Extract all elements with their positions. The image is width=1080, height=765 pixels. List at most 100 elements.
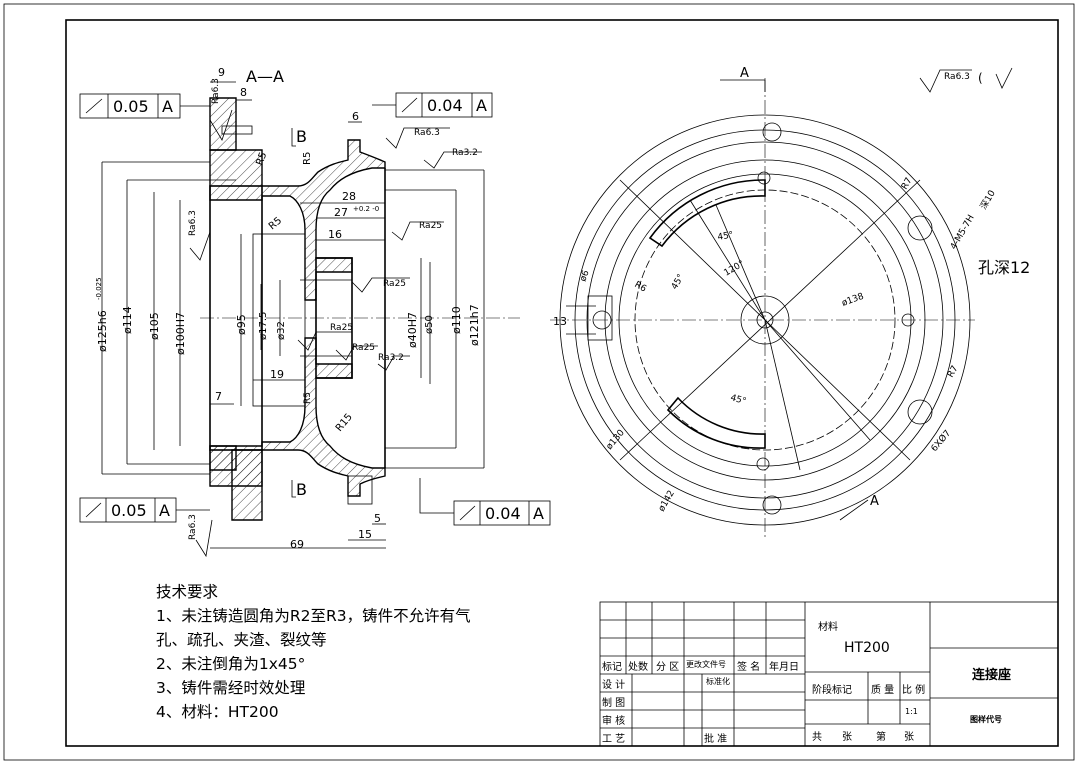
svg-text:28: 28 [342,190,356,203]
svg-text:ø121h7: ø121h7 [468,304,481,346]
gdt-frame-2: 0.04 A [372,92,493,118]
svg-text:R7: R7 [946,364,961,379]
tech-req-title: 技术要求 [156,583,219,601]
svg-text:16: 16 [328,228,342,241]
drawing-no-label: 图样代号 [970,715,1002,724]
sheet-no: 第 [876,732,886,743]
svg-text:9: 9 [218,66,225,79]
section-marker-b-top: B [296,127,307,146]
svg-text:Ra6.3: Ra6.3 [188,514,198,540]
svg-text:ø114: ø114 [121,306,134,334]
weight-label: 质 量 [871,685,895,696]
drawing-frame [65,19,1059,747]
section-wall-upper [209,139,386,301]
default-roughness: Ra6.3 [944,72,970,82]
svg-text:4-M5-7H: 4-M5-7H [949,213,977,251]
svg-text:ø110: ø110 [450,306,463,334]
rev-header: 签 名 [737,662,761,673]
svg-text:Ra6.3: Ra6.3 [188,210,198,236]
svg-text:-0.025: -0.025 [95,277,103,300]
svg-text:Ra25: Ra25 [330,323,353,333]
svg-text:0.05: 0.05 [113,97,149,116]
front-section-label-top: A [740,66,749,81]
svg-text:6: 6 [352,110,359,123]
svg-text:ø130: ø130 [605,428,627,452]
svg-text:Ra25: Ra25 [352,343,375,353]
tech-req-item: 1、未注铸造圆角为R2至R3，铸件不允许有气 [156,607,471,625]
svg-text:+0.2 -0: +0.2 -0 [353,205,379,213]
svg-text:R15: R15 [334,412,355,434]
tech-req-item: 2、未注倒角为1x45° [156,655,306,673]
svg-text:R5: R5 [303,392,313,404]
svg-text:27: 27 [334,206,348,219]
svg-text:7: 7 [215,390,222,403]
outer-border [3,3,1075,761]
svg-text:13: 13 [553,315,567,328]
svg-text:Ra25: Ra25 [419,221,442,231]
svg-text:8: 8 [240,86,247,99]
svg-text:ø100H7: ø100H7 [174,312,187,355]
svg-text:ø6: ø6 [578,269,591,283]
role-drafting: 制 图 [602,698,626,709]
part-name: 连接座 [972,668,1012,683]
svg-text:45°: 45° [717,230,734,243]
svg-text:0.05: 0.05 [111,501,147,520]
rev-header: 年月日 [769,662,799,673]
section-view: 0.05 A 0.04 A 0.05 A 0.04 [79,66,551,558]
material-value: HT200 [844,640,890,656]
svg-text:45°: 45° [729,393,747,407]
technical-requirements: 技术要求 1、未注铸造圆角为R2至R3，铸件不允许有气 孔、疏孔、夹渣、裂纹等 … [156,580,471,724]
svg-text:R6: R6 [633,280,649,295]
svg-text:0.04: 0.04 [485,504,521,523]
sheets-total: 共 [812,732,822,743]
svg-text:120°: 120° [723,259,747,279]
scale-value: 1:1 [905,707,918,716]
svg-text:0.04: 0.04 [427,96,463,115]
svg-text:ø32: ø32 [276,321,287,340]
title-block [599,601,1059,747]
gdt-frame-1: 0.05 A [79,93,210,119]
svg-text:Ra25: Ra25 [383,279,406,289]
material-label: 材料 [818,622,838,633]
role-process: 工 艺 [602,734,626,745]
svg-text:Ra6.3: Ra6.3 [414,128,440,138]
svg-text:A: A [533,504,544,523]
svg-text:5: 5 [374,512,381,525]
hole-depth-note: 孔深12 [978,258,1030,277]
svg-text:19: 19 [270,368,284,381]
svg-text:Ra3.2: Ra3.2 [452,148,478,158]
svg-text:A: A [476,96,487,115]
scale-label: 比 例 [902,685,926,696]
rev-header: 分 区 [656,662,680,673]
svg-text:R5: R5 [267,215,284,232]
svg-text:ø138: ø138 [841,292,866,309]
svg-text:ø105: ø105 [148,312,161,340]
svg-text:ø40H7: ø40H7 [406,312,419,348]
svg-text:15: 15 [358,528,372,541]
gdt-frame-4: 0.04 A [419,478,551,526]
svg-text:ø50: ø50 [424,315,435,334]
tech-req-item: 3、铸件需经时效处理 [156,679,306,697]
svg-text:6XØ7: 6XØ7 [929,428,953,454]
front-view: A A R7 R7 4-M5-7H 深10 6XØ7 ø138 ø130 ø14… [550,66,1030,540]
section-title: A—A [246,67,284,86]
svg-text:ø17.5: ø17.5 [258,312,269,340]
svg-text:45°: 45° [670,273,687,292]
svg-text:A: A [159,501,170,520]
gdt-frame-3: 0.05 A [79,497,210,523]
role-design: 设 计 [602,680,626,691]
svg-text:ø142: ø142 [657,489,677,514]
svg-text:Ra3.2: Ra3.2 [378,353,404,363]
rev-header: 更改文件号 [686,660,726,669]
svg-text:R5: R5 [302,152,313,165]
svg-text:深10: 深10 [978,188,998,211]
svg-text:R5: R5 [254,151,269,167]
stage-mark-label: 阶段标记 [812,685,852,696]
standardize-label: 标准化 [706,677,730,686]
svg-text:Ra6.3: Ra6.3 [211,78,221,104]
svg-text:ø125h6: ø125h6 [96,310,109,352]
svg-text:69: 69 [290,538,304,551]
svg-text:(: ( [978,71,983,85]
sheets-unit1: 张 [842,732,852,743]
